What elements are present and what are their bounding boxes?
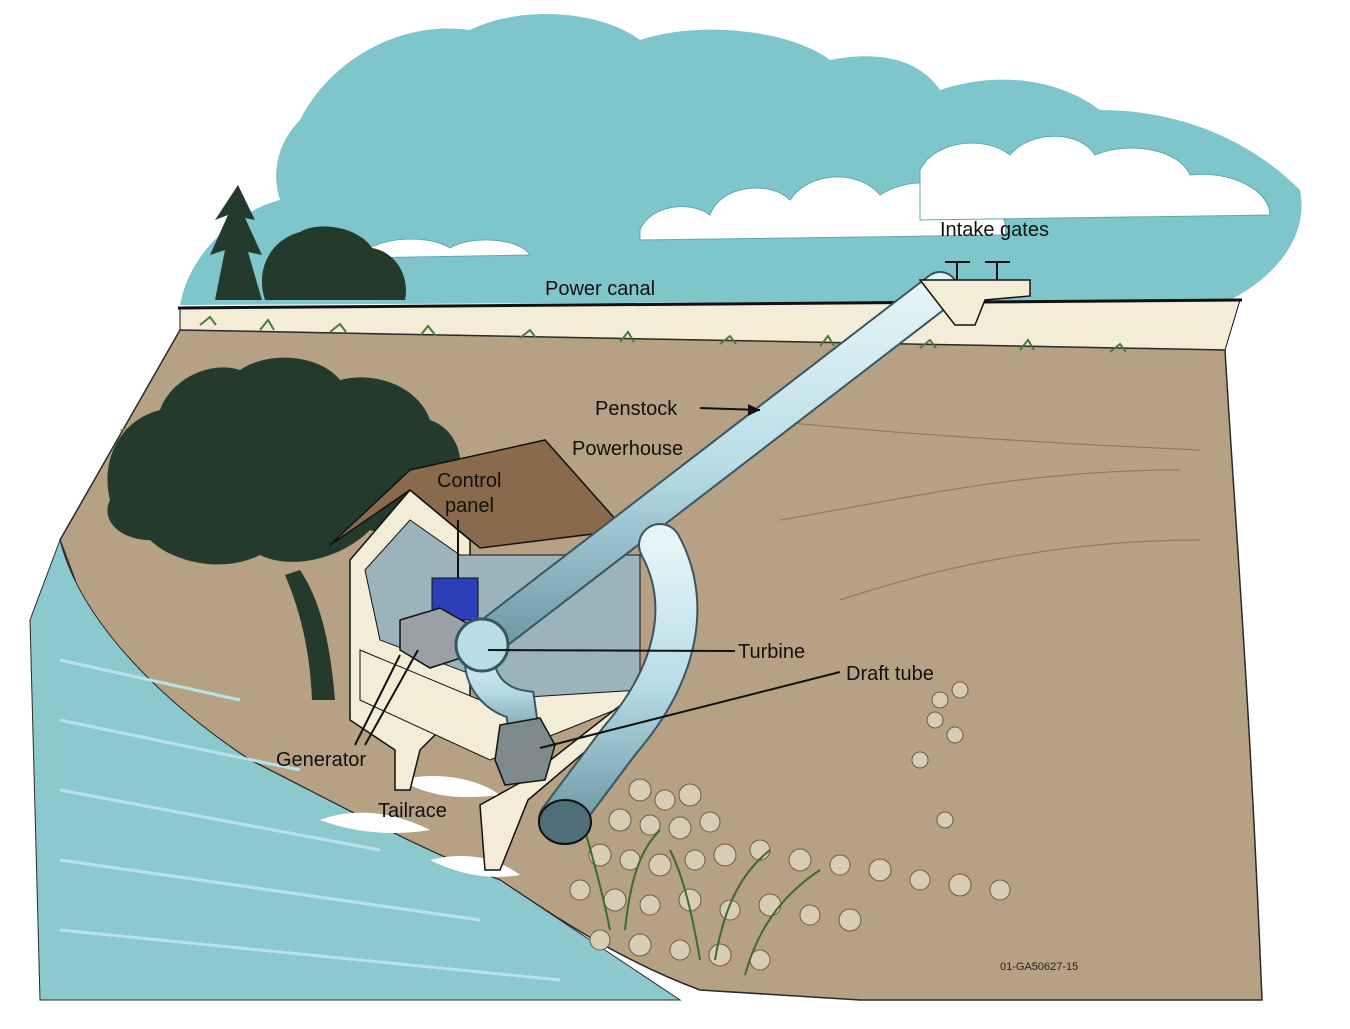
grass-tufts xyxy=(199,315,1127,353)
clouds xyxy=(359,135,1271,259)
label-penstock: Penstock xyxy=(595,398,678,420)
label-turbine: Turbine xyxy=(738,641,805,663)
background-trees xyxy=(210,185,406,300)
label-generator: Generator xyxy=(276,749,366,771)
label-control-panel-line2: panel xyxy=(445,495,494,517)
label-control-panel-line1: Control xyxy=(437,470,501,492)
draft-tube xyxy=(494,717,556,786)
turbine xyxy=(454,617,510,673)
label-powerhouse: Powerhouse xyxy=(572,438,683,460)
label-draft-tube: Draft tube xyxy=(846,663,934,685)
label-power-canal: Power canal xyxy=(545,278,655,300)
water-splash xyxy=(320,775,520,877)
sky-background xyxy=(180,13,1302,306)
label-tailrace: Tailrace xyxy=(378,800,447,822)
label-intake-gates: Intake gates xyxy=(940,219,1049,241)
rocks xyxy=(569,681,1011,971)
intake-gates xyxy=(918,261,1031,326)
leader-lines xyxy=(354,404,841,749)
pipe-outlet xyxy=(538,799,592,845)
canal-top-edge xyxy=(177,298,1243,310)
river-ripples xyxy=(59,658,561,982)
reeds xyxy=(584,829,821,976)
figure-code: 01-GA50627-15 xyxy=(1000,961,1078,973)
